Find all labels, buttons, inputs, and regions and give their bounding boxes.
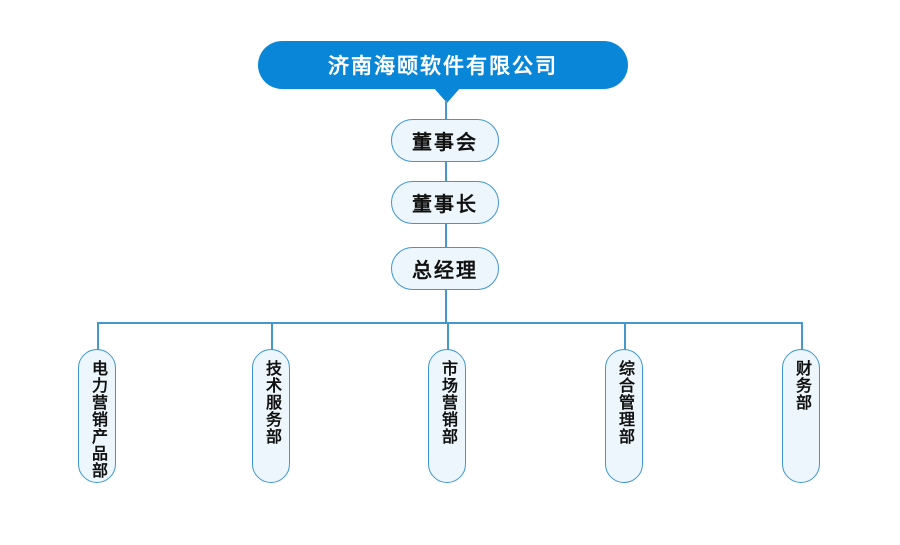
node-marketing-dept: 市场营销部 (428, 349, 466, 483)
node-marketing-dept-label: 市场营销部 (439, 360, 456, 445)
node-technical-service-dept-label: 技术服务部 (263, 360, 280, 445)
node-chairman: 董事长 (391, 181, 499, 224)
branch-line-power-marketing (97, 322, 99, 350)
node-finance-dept: 财务部 (782, 349, 820, 483)
node-board-of-directors: 董事会 (391, 119, 499, 162)
node-board-of-directors-label: 董事会 (412, 132, 478, 154)
connector-chairman-to-gm (445, 223, 447, 248)
node-power-marketing-products-dept-label: 电力营销产品部 (89, 360, 106, 479)
node-technical-service-dept: 技术服务部 (252, 349, 290, 483)
node-chairman-label: 董事长 (412, 194, 478, 216)
connector-root-to-board (445, 100, 447, 120)
branch-line-marketing (447, 322, 449, 350)
node-general-manager: 总经理 (391, 247, 499, 290)
connector-gm-to-branch-bar (445, 289, 447, 323)
branch-line-technical-service (271, 322, 273, 350)
root-company-node: 济南海颐软件有限公司 (258, 41, 628, 89)
branch-horizontal-bar (97, 322, 802, 324)
root-callout-tail (433, 87, 461, 103)
node-general-management-dept-label: 综合管理部 (616, 360, 633, 445)
node-finance-dept-label: 财务部 (793, 360, 810, 411)
connector-board-to-chairman (445, 161, 447, 182)
root-company-label: 济南海颐软件有限公司 (328, 55, 558, 78)
node-power-marketing-products-dept: 电力营销产品部 (78, 349, 116, 483)
node-general-management-dept: 综合管理部 (605, 349, 643, 483)
node-general-manager-label: 总经理 (412, 260, 478, 282)
branch-line-finance (801, 322, 803, 350)
branch-line-general-management (624, 322, 626, 350)
